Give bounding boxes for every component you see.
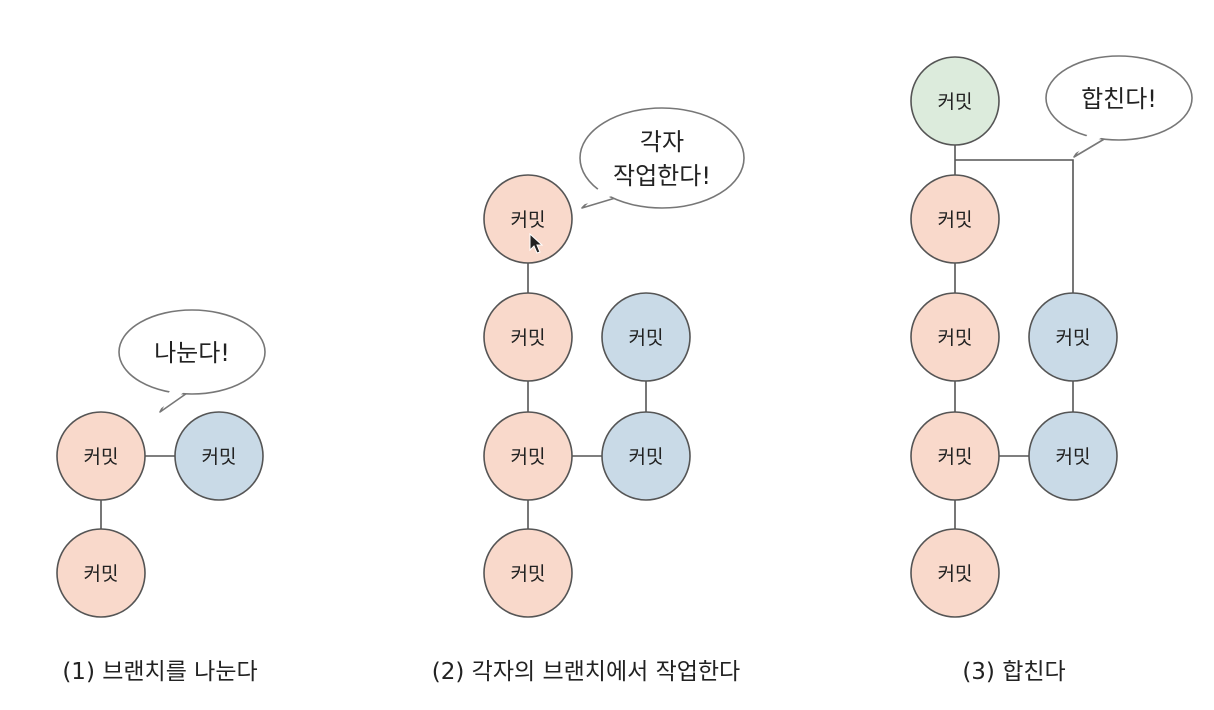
commit-p3-side-2: 커밋 [1028, 411, 1118, 501]
commit-circle [483, 411, 573, 501]
commit-p1-main-1: 커밋 [56, 411, 146, 501]
bubble-text: 각자 [640, 128, 684, 156]
caption-panel-3: (3) 합친다 [962, 659, 1066, 685]
commit-circle [483, 174, 573, 264]
commit-p2-main-1: 커밋 [483, 174, 573, 264]
bubble-text: 합친다! [1081, 85, 1157, 113]
bubble-body [579, 107, 745, 209]
commit-label: 커밋 [1056, 327, 1091, 349]
commit-label: 커밋 [938, 91, 973, 113]
bubble-body [1045, 55, 1193, 141]
commit-circle [910, 528, 1000, 618]
commit-circle [910, 56, 1000, 146]
commit-p3-main-2: 커밋 [910, 292, 1000, 382]
commit-circle [174, 411, 264, 501]
commit-label: 커밋 [629, 327, 664, 349]
commit-label: 커밋 [84, 563, 119, 585]
bubble-text: 작업한다! [613, 162, 711, 190]
branch-line-p3-merge [955, 159, 1074, 337]
commit-circle [56, 411, 146, 501]
commit-p3-main-1: 커밋 [910, 174, 1000, 264]
commit-label: 커밋 [202, 446, 237, 468]
speech-bubble-p1: 나눈다! [118, 309, 266, 413]
commit-label: 커밋 [1056, 446, 1091, 468]
commit-circle [483, 528, 573, 618]
commit-p3-main-4: 커밋 [910, 528, 1000, 618]
bubble-seam-cover [160, 387, 190, 409]
commit-circle [910, 292, 1000, 382]
commit-circle [910, 174, 1000, 264]
commit-p2-main-3: 커밋 [483, 411, 573, 501]
commit-p2-main-2: 커밋 [483, 292, 573, 382]
commit-p1-main-2: 커밋 [56, 528, 146, 618]
commit-circle [1028, 411, 1118, 501]
commit-label: 커밋 [629, 446, 664, 468]
commit-p1-side-1: 커밋 [174, 411, 264, 501]
bubble-seam-cover [582, 183, 622, 205]
commit-circle [601, 411, 691, 501]
commit-label: 커밋 [511, 327, 546, 349]
commit-p2-side-2: 커밋 [601, 411, 691, 501]
commit-circle [910, 411, 1000, 501]
commit-label: 커밋 [938, 327, 973, 349]
commit-label: 커밋 [938, 563, 973, 585]
commit-label: 커밋 [511, 446, 546, 468]
commit-label: 커밋 [938, 209, 973, 231]
commit-label: 커밋 [511, 563, 546, 585]
commit-p3-side-1: 커밋 [1028, 292, 1118, 382]
commit-circle [56, 528, 146, 618]
speech-bubble-p3: 합친다! [1045, 55, 1193, 158]
commit-circle [601, 292, 691, 382]
commit-label: 커밋 [511, 209, 546, 231]
commit-label: 커밋 [938, 446, 973, 468]
mouse-cursor-icon [529, 232, 544, 254]
commit-circle [483, 292, 573, 382]
commit-label: 커밋 [84, 446, 119, 468]
commit-p3-merge: 커밋 [910, 56, 1000, 146]
commit-p3-main-3: 커밋 [910, 411, 1000, 501]
commit-circle [1028, 292, 1118, 382]
caption-panel-2: (2) 각자의 브랜치에서 작업한다 [431, 659, 741, 685]
bubble-seam-cover [1074, 131, 1106, 154]
bubble-body [118, 309, 266, 395]
bubble-text: 나눈다! [154, 339, 230, 367]
caption-panel-1: (1) 브랜치를 나눈다 [62, 659, 258, 685]
commit-p2-main-4: 커밋 [483, 528, 573, 618]
commit-p2-side-1: 커밋 [601, 292, 691, 382]
